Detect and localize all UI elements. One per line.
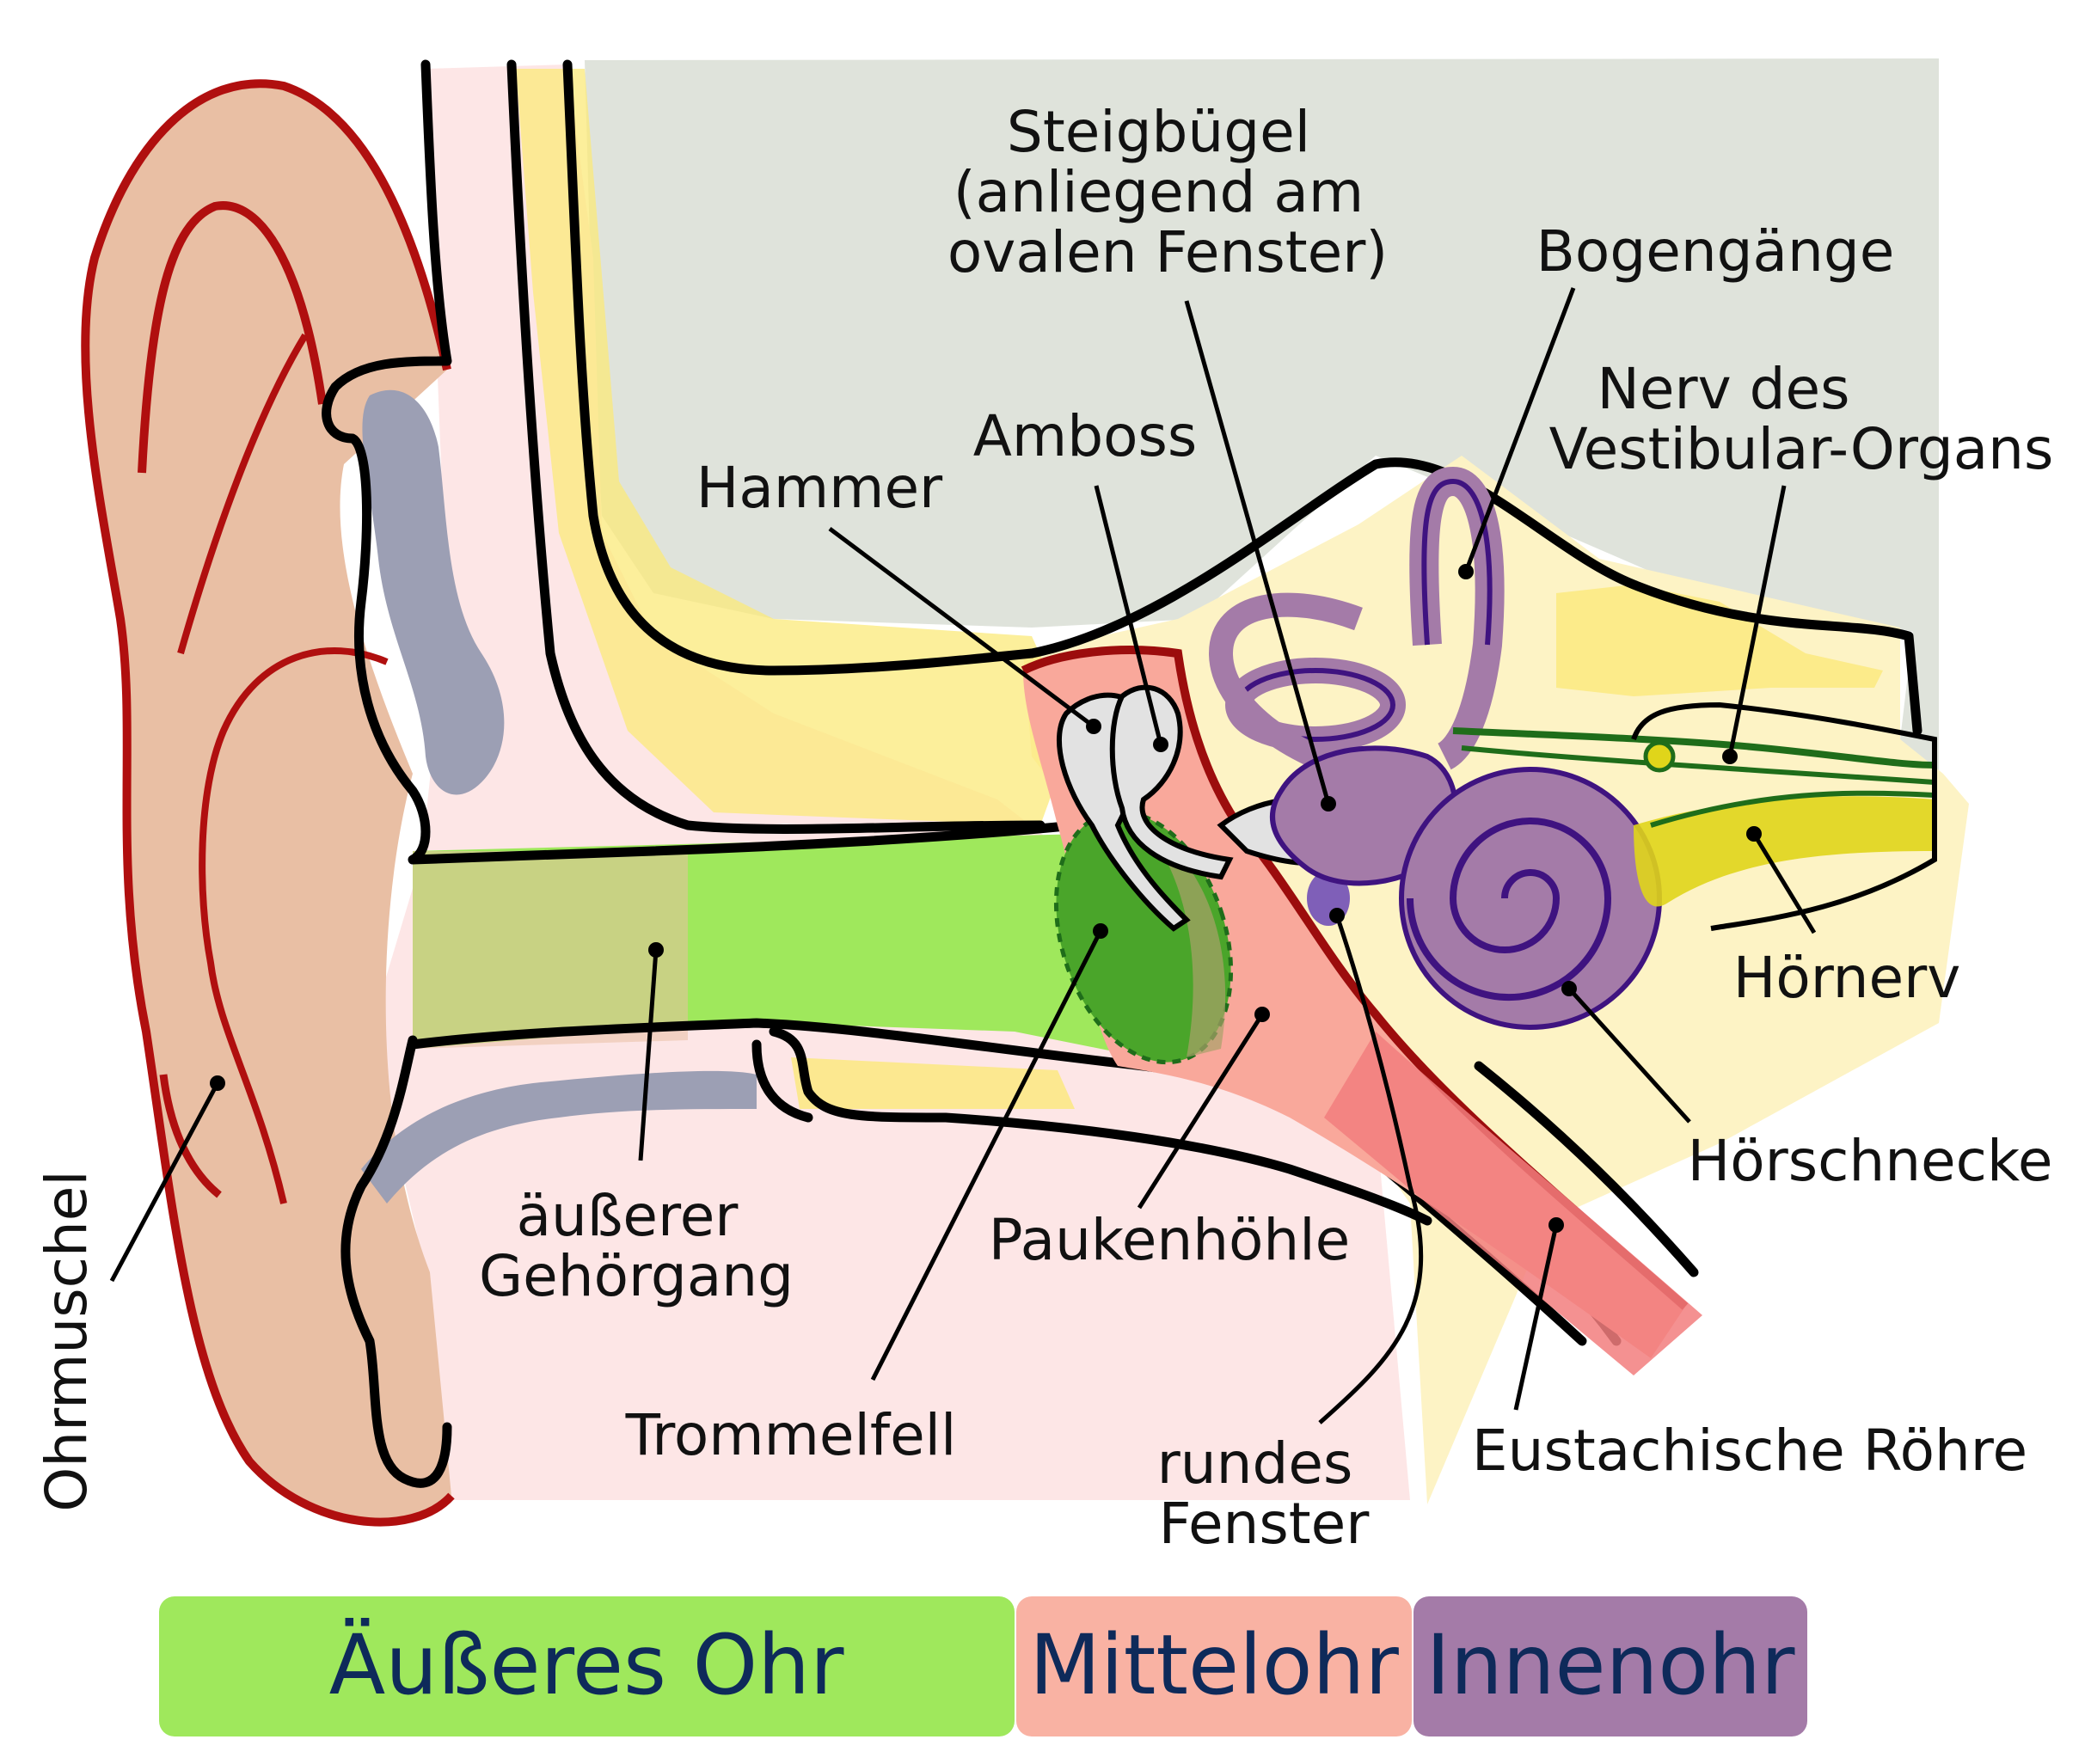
label-trommelfell: Trommelfell (625, 1402, 957, 1468)
pinna-lobe (159, 1074, 222, 1198)
legend-outer-ear-label: Äußeres Ohr (329, 1617, 844, 1713)
eardrum-shadow (1144, 825, 1226, 1057)
vestibular-ganglion (1643, 740, 1676, 773)
legend-outer-ear-box (159, 1596, 1015, 1736)
legend-inner-ear-box (1414, 1596, 1807, 1736)
label-aeusserer-gehoergang-line-2: Gehörgang (479, 1243, 794, 1309)
legend-middle-ear-label: Mittelohr (1029, 1617, 1399, 1713)
anvil-bone (1109, 684, 1234, 880)
ear-canal-fade (413, 851, 688, 1049)
inner-bone-outline (1027, 457, 1922, 736)
semicircular-canal-posterior (1208, 592, 1371, 786)
canal-floor-skin-edge (751, 1039, 813, 1123)
vestibular-nerve-2 (1461, 745, 1935, 785)
label-rundes-fenster: rundes Fenster (1157, 1430, 1371, 1557)
cochlear-nerve-line (1650, 790, 1935, 828)
label-ohrmuschel: Ohrmuschel (34, 1170, 100, 1511)
leader-lines (109, 287, 1817, 1424)
legend-middle-ear-box (1016, 1596, 1412, 1736)
yellow-bone-strip-lower (791, 1057, 1075, 1109)
bone-outline-top (562, 59, 1037, 676)
cochlea (1399, 767, 1662, 1030)
label-paukenhoehle: Paukenhöhle (989, 1207, 1350, 1273)
label-aeusserer-gehoergang: äußerer Gehörgang (479, 1183, 794, 1309)
label-steigbuegel: Steigbügel (anliegend am ovalen Fenster) (947, 99, 1388, 285)
label-hoernerv: Hörnerv (1733, 945, 1961, 1011)
label-steigbuegel-line-2: (anliegend am (954, 159, 1364, 225)
label-nerv-vestibular: Nerv des Vestibular-Organs (1549, 356, 2054, 482)
legend: Äußeres Ohr Mittelohr Innenohr (159, 1596, 1807, 1736)
label-rundes-fenster-line-1: rundes (1157, 1430, 1353, 1497)
label-hoerschnecke: Hörschnecke (1688, 1128, 2053, 1194)
cochlear-nerve (1634, 796, 1935, 907)
skin-outline-lower (340, 1035, 452, 1488)
label-rundes-fenster-line-2: Fenster (1159, 1491, 1371, 1557)
label-steigbuegel-line-3: ovalen Fenster) (947, 219, 1388, 285)
pinna (85, 83, 451, 1522)
pinna-concha (177, 333, 309, 655)
pinna-helix (138, 201, 327, 474)
label-aeusserer-gehoergang-line-1: äußerer (517, 1183, 739, 1249)
eustachian-tube (1324, 1032, 1702, 1375)
skull-bone-region (585, 58, 1939, 774)
label-nerv-vestibular-line-1: Nerv des (1597, 356, 1849, 422)
eustachian-outline-b (1474, 1061, 1699, 1277)
legend-inner-ear-label: Innenohr (1426, 1617, 1795, 1713)
tragus-cartilage (362, 389, 505, 795)
lower-canal-cartilage (361, 1070, 757, 1204)
semicircular-canal-upper-line (1421, 478, 1493, 646)
label-eustachische-roehre: Eustachische Röhre (1472, 1418, 2027, 1484)
label-amboss: Amboss (973, 403, 1198, 469)
label-steigbuegel-line-1: Steigbügel (1007, 99, 1310, 165)
internal-canal-outline (1631, 701, 1937, 931)
bone-outline-canal-top (506, 59, 1046, 834)
canal-floor (769, 1026, 1432, 1226)
cochlea-spiral (1407, 818, 1612, 1001)
label-hammer: Hammer (696, 455, 943, 521)
label-bogengaenge: Bogengänge (1536, 218, 1895, 285)
vestibular-nerve (1452, 727, 1935, 769)
skin-outline-upper (322, 59, 1080, 865)
yellow-bone-strip-right (1556, 585, 1883, 696)
pinna-rim (81, 79, 455, 1527)
label-nerv-vestibular-line-2: Vestibular-Organs (1549, 416, 2054, 482)
pinna-antihelix (199, 647, 389, 1204)
